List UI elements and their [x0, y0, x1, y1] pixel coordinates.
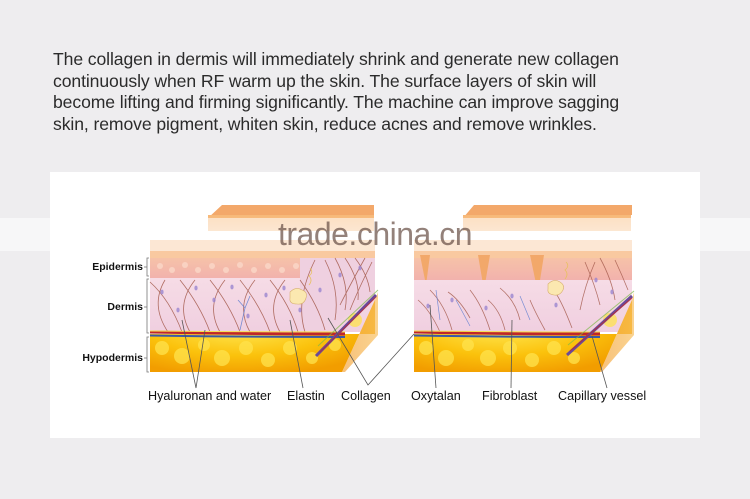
description-paragraph: The collagen in dermis will immediately …: [53, 49, 733, 135]
leader-lines: [181, 304, 608, 389]
label-fibroblast: Fibroblast: [482, 389, 538, 403]
description-line: skin, remove pigment, whiten skin, reduc…: [53, 113, 597, 134]
label-oxytalan: Oxytalan: [411, 389, 461, 403]
description-line: continuously when RF warm up the skin. T…: [53, 70, 597, 91]
description-line: The collagen in dermis will immediately …: [53, 49, 619, 69]
label-elastin: Elastin: [287, 389, 325, 403]
watermark: trade.china.cn: [277, 216, 473, 252]
label-capillary-vessel: Capillary vessel: [558, 389, 647, 403]
layer-brackets: [144, 257, 149, 373]
label-epidermis: Epidermis: [92, 261, 143, 273]
label-dermis: Dermis: [107, 301, 143, 313]
label-hyaluronan-and-water: Hyaluronan and water: [148, 389, 272, 403]
description-line: become lifting and firming significantly…: [53, 92, 620, 113]
watermark-band: [0, 218, 750, 251]
label-collagen: Collagen: [341, 389, 391, 403]
label-hypodermis: Hypodermis: [82, 352, 143, 364]
